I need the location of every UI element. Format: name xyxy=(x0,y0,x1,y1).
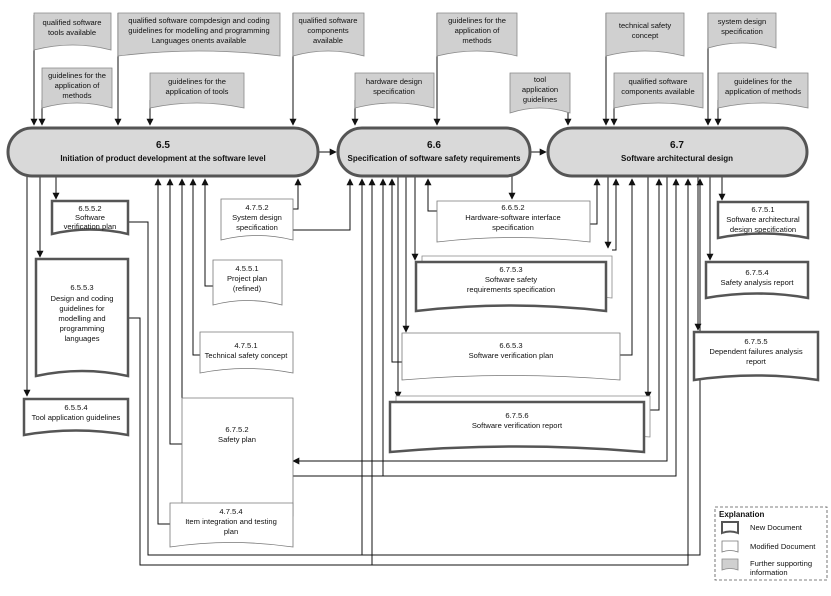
connector xyxy=(293,178,387,477)
phase-6-7: 6.7 Software architectural design xyxy=(546,126,809,178)
svg-text:qualified software compdesign: qualified software compdesign and coding… xyxy=(128,16,269,45)
connector xyxy=(590,178,601,225)
connector xyxy=(424,178,437,212)
phase-6-5: 6.5 Initiation of product development at… xyxy=(6,126,320,178)
connector xyxy=(201,178,213,287)
legend: Explanation New Document Modified Docume… xyxy=(714,506,828,581)
connector xyxy=(650,178,663,411)
connector xyxy=(293,178,680,477)
svg-text:Software architectural design: Software architectural design xyxy=(621,154,733,163)
svg-text:Specification of software safe: Specification of software safety require… xyxy=(348,154,521,163)
connector xyxy=(388,178,402,363)
connectors xyxy=(23,13,726,566)
connector xyxy=(166,178,182,445)
svg-text:6.6: 6.6 xyxy=(427,140,441,151)
svg-text:6.5: 6.5 xyxy=(156,140,170,151)
svg-text:Modified Document: Modified Document xyxy=(750,542,816,551)
connector xyxy=(620,178,636,356)
phase-6-6: 6.6 Specification of software safety req… xyxy=(336,126,532,178)
support-box: qualified software compdesign and coding… xyxy=(117,12,281,57)
connector xyxy=(292,176,668,465)
legend-modified-document: Modified Document xyxy=(721,540,816,553)
connector xyxy=(140,178,692,566)
svg-text:New Document: New Document xyxy=(750,523,803,532)
connector xyxy=(154,178,170,525)
connector xyxy=(148,178,704,556)
svg-text:Initiation of product developm: Initiation of product development at the… xyxy=(60,154,265,163)
legend-title: Explanation xyxy=(719,510,764,519)
legend-new-document: New Document xyxy=(721,521,803,535)
connector xyxy=(282,178,354,231)
svg-text:6.7: 6.7 xyxy=(670,140,684,151)
connector xyxy=(189,178,200,356)
connector xyxy=(612,178,620,251)
